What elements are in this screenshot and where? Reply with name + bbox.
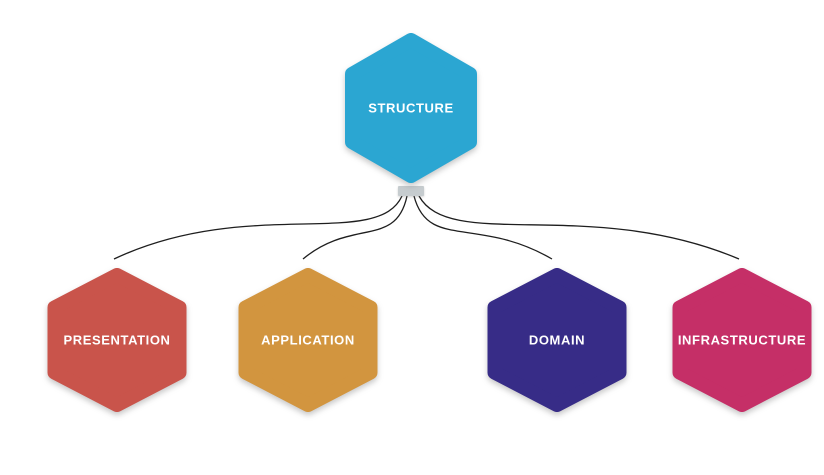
edge-structure-application xyxy=(302,195,408,260)
hexagon-domain-shape[interactable] xyxy=(487,268,627,412)
node-infrastructure-label: INFRASTRUCTURE xyxy=(678,333,806,348)
node-structure[interactable]: STRUCTURE xyxy=(345,33,477,183)
node-application[interactable]: APPLICATION xyxy=(238,268,378,412)
hexagon-presentation-shape[interactable] xyxy=(47,268,187,412)
node-presentation-label: PRESENTATION xyxy=(63,333,170,348)
edge-structure-infrastructure xyxy=(418,195,740,260)
hexagon-infrastructure-shape[interactable] xyxy=(672,268,812,412)
node-presentation[interactable]: PRESENTATION xyxy=(47,268,187,412)
node-domain[interactable]: DOMAIN xyxy=(487,268,627,412)
hexagon-structure-shape[interactable] xyxy=(345,33,477,183)
node-infrastructure[interactable]: INFRASTRUCTURE xyxy=(672,268,812,412)
node-structure-label: STRUCTURE xyxy=(368,101,454,116)
edge-group xyxy=(113,195,740,260)
edge-structure-domain xyxy=(413,195,553,260)
edge-structure-presentation xyxy=(113,195,403,260)
branch-connector-bar xyxy=(398,186,424,196)
hexagon-application-shape[interactable] xyxy=(238,268,378,412)
node-application-label: APPLICATION xyxy=(261,333,355,348)
node-domain-label: DOMAIN xyxy=(529,333,585,348)
